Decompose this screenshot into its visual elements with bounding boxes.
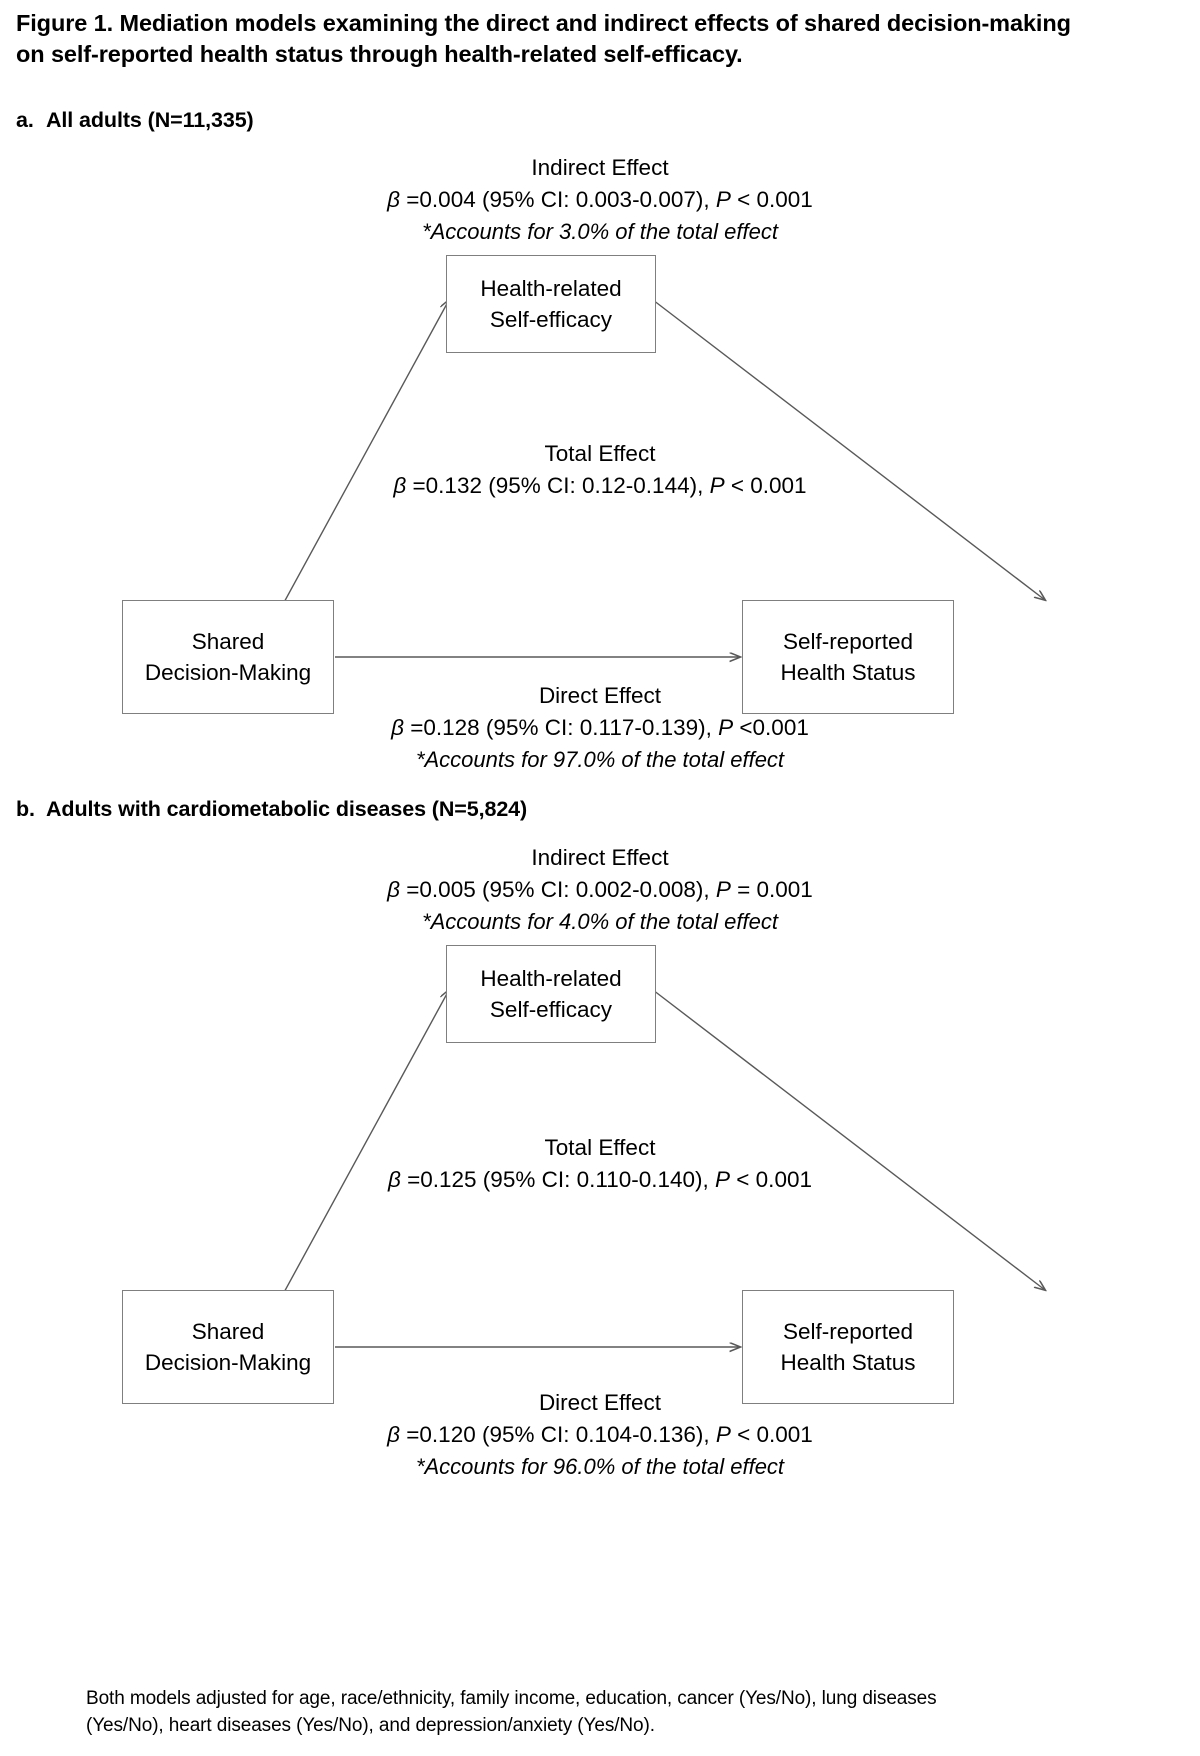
panel-a-total-effect: Total Effect β =0.132 (95% CI: 0.12-0.14… [320,438,880,502]
panel-a-direct-value: =0.128 (95% CI: 0.117-0.139), [403,714,719,740]
panel-b-mediator-line1: Health-related [480,965,622,991]
panel-b-total-heading: Total Effect [544,1135,656,1160]
panel-a-total-stat: β =0.132 (95% CI: 0.12-0.144), P < 0.001 [320,470,880,502]
panel-b-outcome-line2: Health Status [780,1350,916,1375]
panel-b-direct-note: *Accounts for 96.0% of the total effect [415,1453,785,1479]
panel-a-node-mediator: Health-related Self-efficacy [446,255,656,353]
panel-b-marker: b. [16,797,35,821]
panel-b-direct-value: =0.120 (95% CI: 0.104-0.136), [400,1421,716,1447]
panel-b-total-value: =0.125 (95% CI: 0.110-0.140), [400,1166,716,1192]
panel-b-direct-p-symbol: P [715,1421,731,1447]
panel-b-node-mediator: Health-related Self-efficacy [446,945,656,1043]
panel-b-node-outcome: Self-reported Health Status [742,1290,954,1404]
panel-a-direct-p-value: <0.001 [733,714,809,740]
panel-b-indirect-p-symbol: P [715,876,731,902]
panel-b-label-text: Adults with cardiometabolic diseases (N=… [46,797,528,821]
panel-a-node-predictor: Shared Decision-Making [122,600,334,714]
panel-b-total-p-symbol: P [715,1166,731,1192]
panel-a-direct-note: *Accounts for 97.0% of the total effect [415,746,785,772]
panel-a-total-value: =0.132 (95% CI: 0.12-0.144), [406,472,710,498]
panel-b-outcome-line1: Self-reported [782,1318,914,1344]
panel-b-total-stat: β =0.125 (95% CI: 0.110-0.140), P < 0.00… [320,1164,880,1196]
panel-b-total-p-value: < 0.001 [730,1166,812,1192]
panel-b-direct-effect: Direct Effect β =0.120 (95% CI: 0.104-0.… [320,1387,880,1482]
panel-b-mediator-line2: Self-efficacy [489,997,613,1022]
panel-b-predictor-line2: Decision-Making [144,1350,312,1375]
panel-a-marker: a. [16,108,34,132]
panel-b-indirect-p-value: = 0.001 [730,876,813,902]
panel-a-outcome-line1: Self-reported [782,628,914,654]
panel-a-total-p-symbol: P [709,472,725,498]
panel-b-indirect-heading: Indirect Effect [531,845,669,870]
panel-a-total-heading: Total Effect [544,441,656,466]
panel-b-direct-heading: Direct Effect [538,1390,662,1415]
panel-a-mediator-line1: Health-related [480,275,622,301]
panel-b-total-effect: Total Effect β =0.125 (95% CI: 0.110-0.1… [320,1132,880,1196]
edge-mediator-to-outcome [652,299,1045,600]
figure-title: Figure 1. Mediation models examining the… [16,10,1071,68]
panel-a-direct-heading: Direct Effect [538,683,662,708]
panel-a-predictor-line1: Shared [191,628,265,654]
panel-b-direct-p-value: < 0.001 [730,1421,813,1447]
panel-a-indirect-effect: Indirect Effect β =0.004 (95% CI: 0.003-… [330,152,870,247]
panel-b-predictor-line1: Shared [191,1318,265,1344]
beta-symbol-icon: β [387,1421,401,1447]
panel-a-indirect-note: *Accounts for 3.0% of the total effect [422,218,778,244]
panel-a-indirect-p-symbol: P [715,186,731,212]
panel-b-node-predictor: Shared Decision-Making [122,1290,334,1404]
panel-b-indirect-value: =0.005 (95% CI: 0.002-0.008), [400,876,716,902]
beta-symbol-icon: β [393,472,407,498]
panel-b-label: b. Adults with cardiometabolic diseases (… [16,797,527,822]
panel-a-direct-p-symbol: P [718,714,734,740]
figure-footnote: Both models adjusted for age, race/ethni… [86,1688,937,1736]
panel-a-predictor-line2: Decision-Making [144,660,312,685]
panel-a-label-text: All adults (N=11,335) [46,108,254,132]
panel-a-total-p-value: < 0.001 [724,472,807,498]
panel-b-indirect-effect: Indirect Effect β =0.005 (95% CI: 0.002-… [330,842,870,937]
beta-symbol-icon: β [391,714,404,740]
panel-a-direct-stat: β =0.128 (95% CI: 0.117-0.139), P <0.001 [320,712,880,744]
panel-a-indirect-p-value: < 0.001 [730,186,813,212]
panel-b-direct-stat: β =0.120 (95% CI: 0.104-0.136), P < 0.00… [320,1419,880,1451]
panel-a-node-outcome: Self-reported Health Status [742,600,954,714]
panel-b-indirect-stat: β =0.005 (95% CI: 0.002-0.008), P = 0.00… [330,874,870,906]
panel-a-indirect-heading: Indirect Effect [531,155,669,180]
panel-a-indirect-value: =0.004 (95% CI: 0.003-0.007), [400,186,716,212]
panel-a-direct-effect: Direct Effect β =0.128 (95% CI: 0.117-0.… [320,680,880,775]
beta-symbol-icon: β [387,186,401,212]
panel-a-outcome-line2: Health Status [780,660,916,685]
panel-a-mediator-line2: Self-efficacy [489,307,613,332]
panel-a-label: a. All adults (N=11,335) [16,108,254,133]
beta-symbol-icon: β [387,876,401,902]
panel-b-indirect-note: *Accounts for 4.0% of the total effect [422,908,778,934]
panel-a-indirect-stat: β =0.004 (95% CI: 0.003-0.007), P < 0.00… [330,184,870,216]
beta-symbol-icon: β [388,1166,401,1192]
edge-mediator-to-outcome [652,989,1045,1290]
